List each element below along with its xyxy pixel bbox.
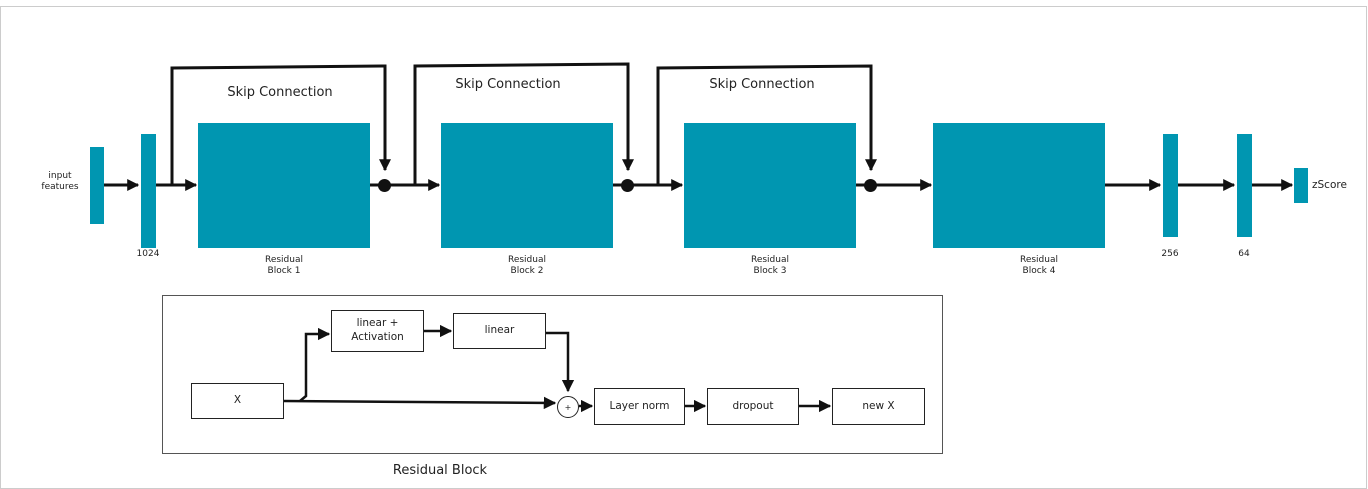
residual-block-2	[441, 123, 613, 248]
linear-activation-box: linear + Activation	[331, 310, 424, 352]
zscore-label: zScore	[1312, 179, 1347, 191]
residual-block-4	[933, 123, 1105, 248]
residual-block-1	[198, 123, 370, 248]
skip-connection-3	[656, 64, 877, 185]
new-x-box: new X	[832, 388, 925, 425]
skip-connection-label-2: Skip Connection	[455, 77, 561, 92]
arrow-x-to-plus	[283, 396, 557, 410]
input-features-label: input features	[41, 171, 79, 193]
residual-block-2-label: Residual Block 2	[507, 255, 546, 277]
residual-block-4-label: Residual Block 4	[1019, 255, 1058, 277]
dropout-box: dropout	[707, 388, 799, 425]
merge-node-3	[864, 179, 877, 192]
skip-connection-1	[170, 64, 391, 185]
layer-1024-bar	[141, 134, 156, 248]
layer-norm-box: Layer norm	[594, 388, 685, 425]
layer-64-label: 64	[1238, 249, 1250, 259]
layer-1024-label: 1024	[136, 249, 160, 259]
merge-node-1	[378, 179, 391, 192]
zscore-bar	[1294, 168, 1308, 203]
plus-node: +	[557, 396, 579, 418]
residual-block-1-label: Residual Block 1	[264, 255, 303, 277]
residual-block-3-label: Residual Block 3	[750, 255, 789, 277]
layer-256-bar	[1163, 134, 1178, 237]
input-layer-bar	[90, 147, 104, 224]
linear-box: linear	[453, 313, 546, 349]
skip-connection-label-3: Skip Connection	[709, 77, 815, 92]
residual-block-title: Residual Block	[392, 463, 488, 478]
residual-block-3	[684, 123, 856, 248]
layer-256-label: 256	[1161, 249, 1179, 259]
residual-detail-frame	[162, 295, 943, 454]
arrow-x-to-linear-act	[299, 327, 331, 402]
x-box: X	[191, 383, 284, 419]
layer-64-bar	[1237, 134, 1252, 237]
skip-connection-label-1: Skip Connection	[227, 85, 333, 100]
skip-connection-2	[413, 62, 634, 185]
arrow-linear-to-plus	[546, 331, 575, 393]
merge-node-2	[621, 179, 634, 192]
